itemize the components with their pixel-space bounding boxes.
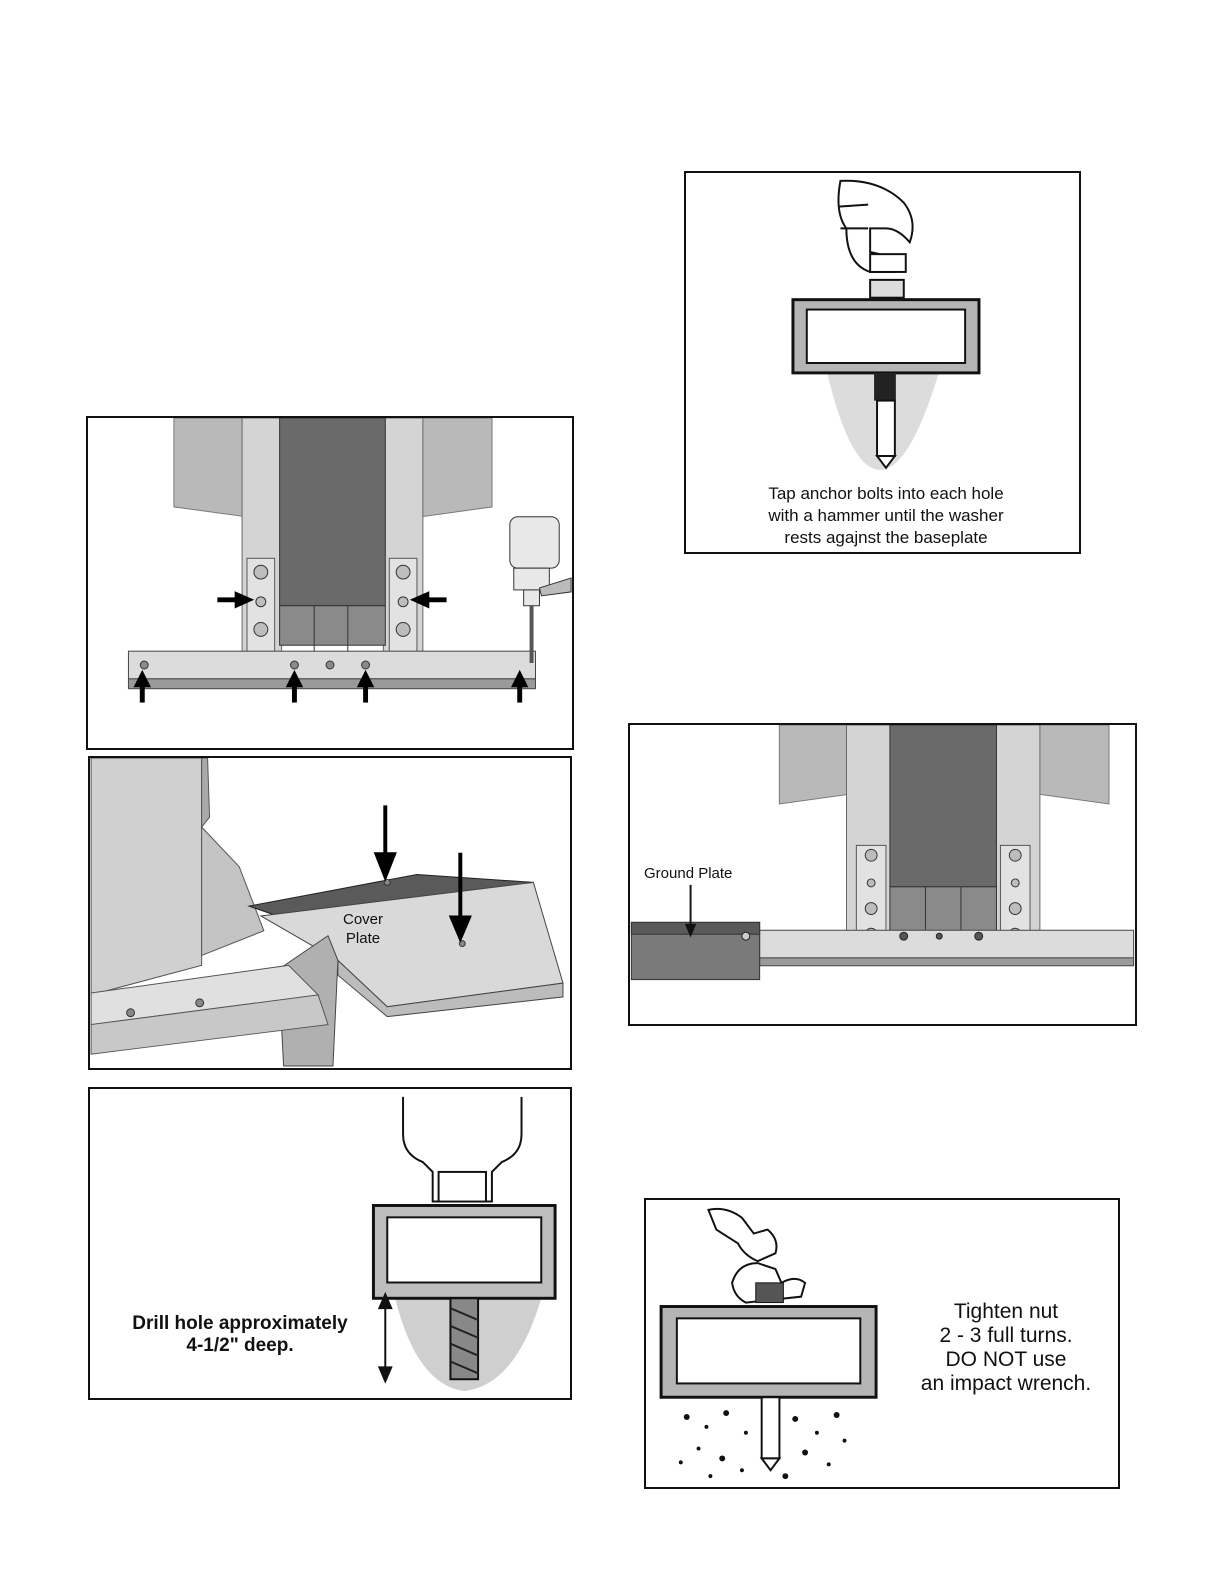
tighten-nut-caption-line2: 2 - 3 full turns.: [896, 1324, 1116, 1348]
lift-column-baseplate-illustration: [88, 418, 572, 748]
tap-anchor-caption-line2: with a hammer until the washer: [726, 505, 1046, 527]
tap-anchor-bolts-figure: Tap anchor bolts into each hole with a h…: [684, 171, 1081, 554]
tap-anchor-caption-line3: rests agajnst the baseplate: [726, 527, 1046, 549]
ground-plate-figure: Ground Plate: [628, 723, 1137, 1026]
tighten-nut-caption-line4: an impact wrench.: [896, 1372, 1116, 1396]
depth-arrow-icon: [379, 1294, 391, 1381]
drill-icon: [510, 517, 571, 663]
cover-plate-label: Cover Plate: [328, 910, 398, 948]
drill-hole-caption-line1: Drill hole approximately: [100, 1313, 380, 1335]
hammer-icon: [838, 181, 912, 272]
tighten-nut-caption-line3: DO NOT use: [896, 1348, 1116, 1372]
drill-hole-figure: Drill hole approximately 4-1/2" deep.: [88, 1087, 572, 1400]
ground-plate-label: Ground Plate: [644, 865, 774, 882]
tap-anchor-caption: Tap anchor bolts into each hole with a h…: [726, 483, 1046, 549]
tap-anchor-caption-line1: Tap anchor bolts into each hole: [726, 483, 1046, 505]
cover-plate-figure: Cover Plate: [88, 756, 572, 1070]
tighten-nut-caption: Tighten nut 2 - 3 full turns. DO NOT use…: [896, 1300, 1116, 1396]
anchor-holes-figure: [86, 416, 574, 750]
cover-plate-label-line1: Cover: [328, 910, 398, 929]
tighten-nut-caption-line1: Tighten nut: [896, 1300, 1116, 1324]
drill-hole-caption: Drill hole approximately 4-1/2" deep.: [100, 1313, 380, 1357]
cover-plate-label-line2: Plate: [328, 929, 398, 948]
arrow-icon: [686, 885, 696, 936]
tighten-nut-figure: Tighten nut 2 - 3 full turns. DO NOT use…: [644, 1198, 1120, 1489]
drill-hole-caption-line2: 4-1/2" deep.: [100, 1335, 380, 1357]
